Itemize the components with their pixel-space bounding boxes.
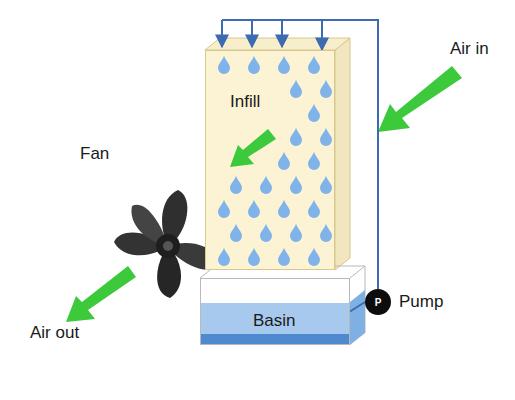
basin-water-side [350, 290, 365, 345]
air-flow-arrow [230, 129, 276, 167]
water-drops [206, 51, 336, 271]
basin-box: Basin [200, 278, 350, 345]
infill-top [205, 38, 350, 50]
pump-circle: PPump [365, 289, 391, 315]
air-label: Air in [450, 40, 489, 59]
basin-water-deep [201, 334, 349, 344]
part-name: Infill [230, 93, 260, 112]
infill-panel: Infill [205, 50, 335, 270]
part-name: Pump [399, 293, 443, 312]
water-pipe [350, 302, 365, 312]
air-label: Air out [30, 324, 79, 343]
pump-symbol: P [375, 297, 382, 308]
water-pipe [222, 20, 322, 47]
part-name: Basin [253, 312, 296, 331]
infill-side [335, 38, 350, 270]
fan-label: Fan [80, 145, 109, 164]
